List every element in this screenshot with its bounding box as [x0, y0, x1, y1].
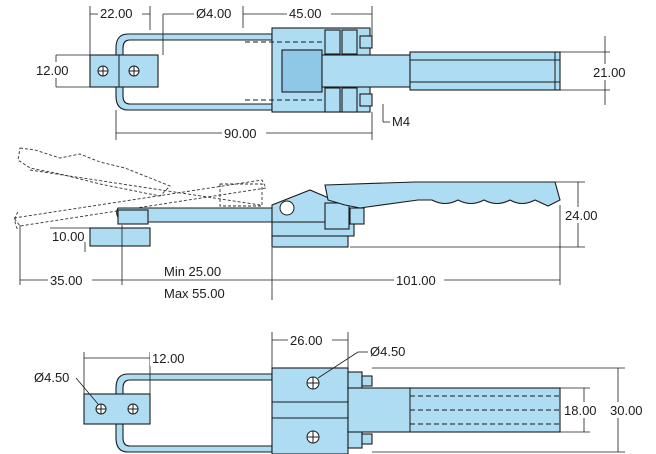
dim-12-bottom: 12.00: [152, 351, 185, 366]
handle-grip: [324, 181, 561, 209]
dim-10: 10.00: [52, 229, 85, 244]
nut: [341, 87, 358, 113]
side-view: 24.00 10.00 35.00 Min 25.00 Max 55.00 10…: [13, 147, 607, 301]
dim-min: Min 25.00: [164, 264, 221, 279]
spindle-block: [89, 54, 159, 88]
open-position-outline: [17, 147, 171, 197]
dim-26: 26.00: [290, 333, 323, 348]
dim-101: 101.00: [396, 273, 436, 288]
dim-30: 30.00: [610, 403, 643, 418]
nut: [341, 29, 358, 55]
top-view: 22.00 Ø4.00 45.00 12.00 21.00 M4 90.00: [36, 5, 634, 141]
handle: [409, 51, 561, 91]
nut: [324, 202, 350, 230]
dim-dia45-left: Ø4.50: [34, 370, 69, 385]
spindle-block: [83, 393, 151, 425]
bottom-view: 26.00 Ø4.50 12.00 Ø4.50 18.00 30.00: [34, 332, 654, 454]
dim-12-top: 12.00: [36, 63, 69, 78]
dim-max: Max 55.00: [164, 286, 225, 301]
dim-22: 22.00: [100, 6, 133, 21]
dim-dia45-right: Ø4.50: [370, 344, 405, 359]
dim-24: 24.00: [565, 208, 598, 223]
dim-18: 18.00: [564, 403, 597, 418]
nut: [324, 87, 341, 113]
dim-m4: M4: [392, 114, 410, 129]
dim-21: 21.00: [593, 65, 626, 80]
dim-90: 90.00: [224, 126, 257, 141]
dim-dia4: Ø4.00: [196, 6, 231, 21]
dim-35: 35.00: [50, 273, 83, 288]
base-plate: [89, 227, 151, 247]
dim-45: 45.00: [289, 6, 322, 21]
nut: [324, 29, 341, 55]
